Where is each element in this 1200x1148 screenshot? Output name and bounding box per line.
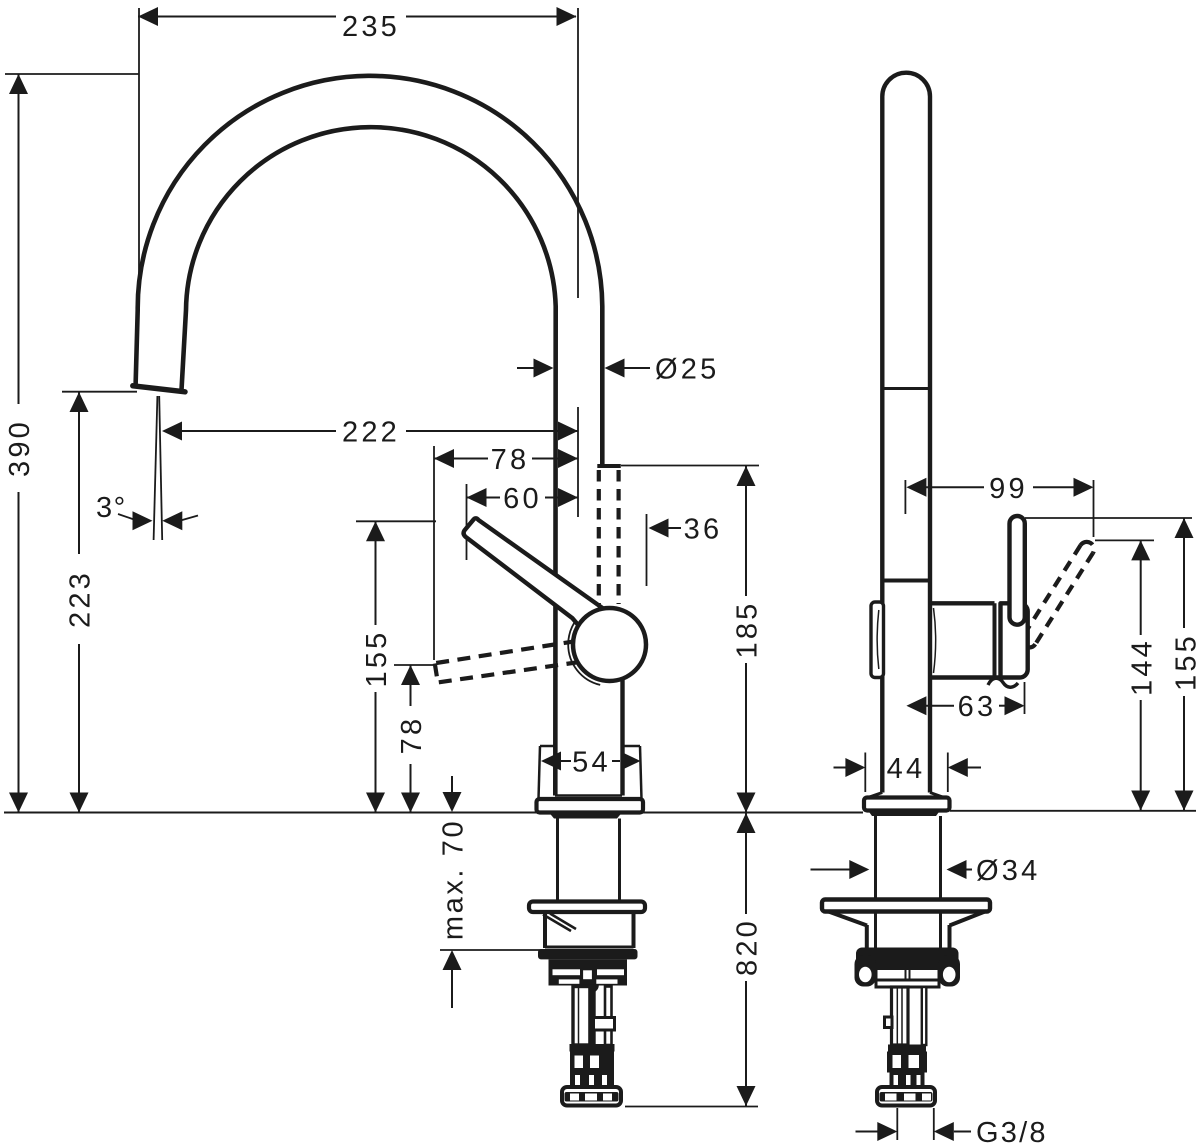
svg-text:Ø34: Ø34 [976,855,1040,887]
svg-text:235: 235 [342,11,400,43]
svg-text:G3/8: G3/8 [976,1117,1048,1148]
svg-text:222: 222 [342,416,400,448]
svg-text:390: 390 [4,419,36,477]
svg-text:63: 63 [958,691,997,723]
svg-text:3°: 3° [96,492,127,524]
svg-text:99: 99 [989,473,1028,505]
svg-text:78: 78 [491,444,530,476]
svg-text:60: 60 [503,483,542,515]
svg-text:223: 223 [64,570,96,628]
svg-text:185: 185 [731,601,763,659]
svg-text:54: 54 [572,746,611,778]
svg-text:Ø25: Ø25 [655,354,719,386]
svg-text:820: 820 [731,918,763,976]
svg-text:144: 144 [1127,638,1159,696]
svg-text:44: 44 [887,753,926,785]
svg-text:155: 155 [361,630,393,688]
svg-text:78: 78 [396,716,428,755]
svg-text:155: 155 [1170,633,1200,691]
svg-text:36: 36 [684,513,723,545]
svg-text:max. 70: max. 70 [437,819,469,940]
